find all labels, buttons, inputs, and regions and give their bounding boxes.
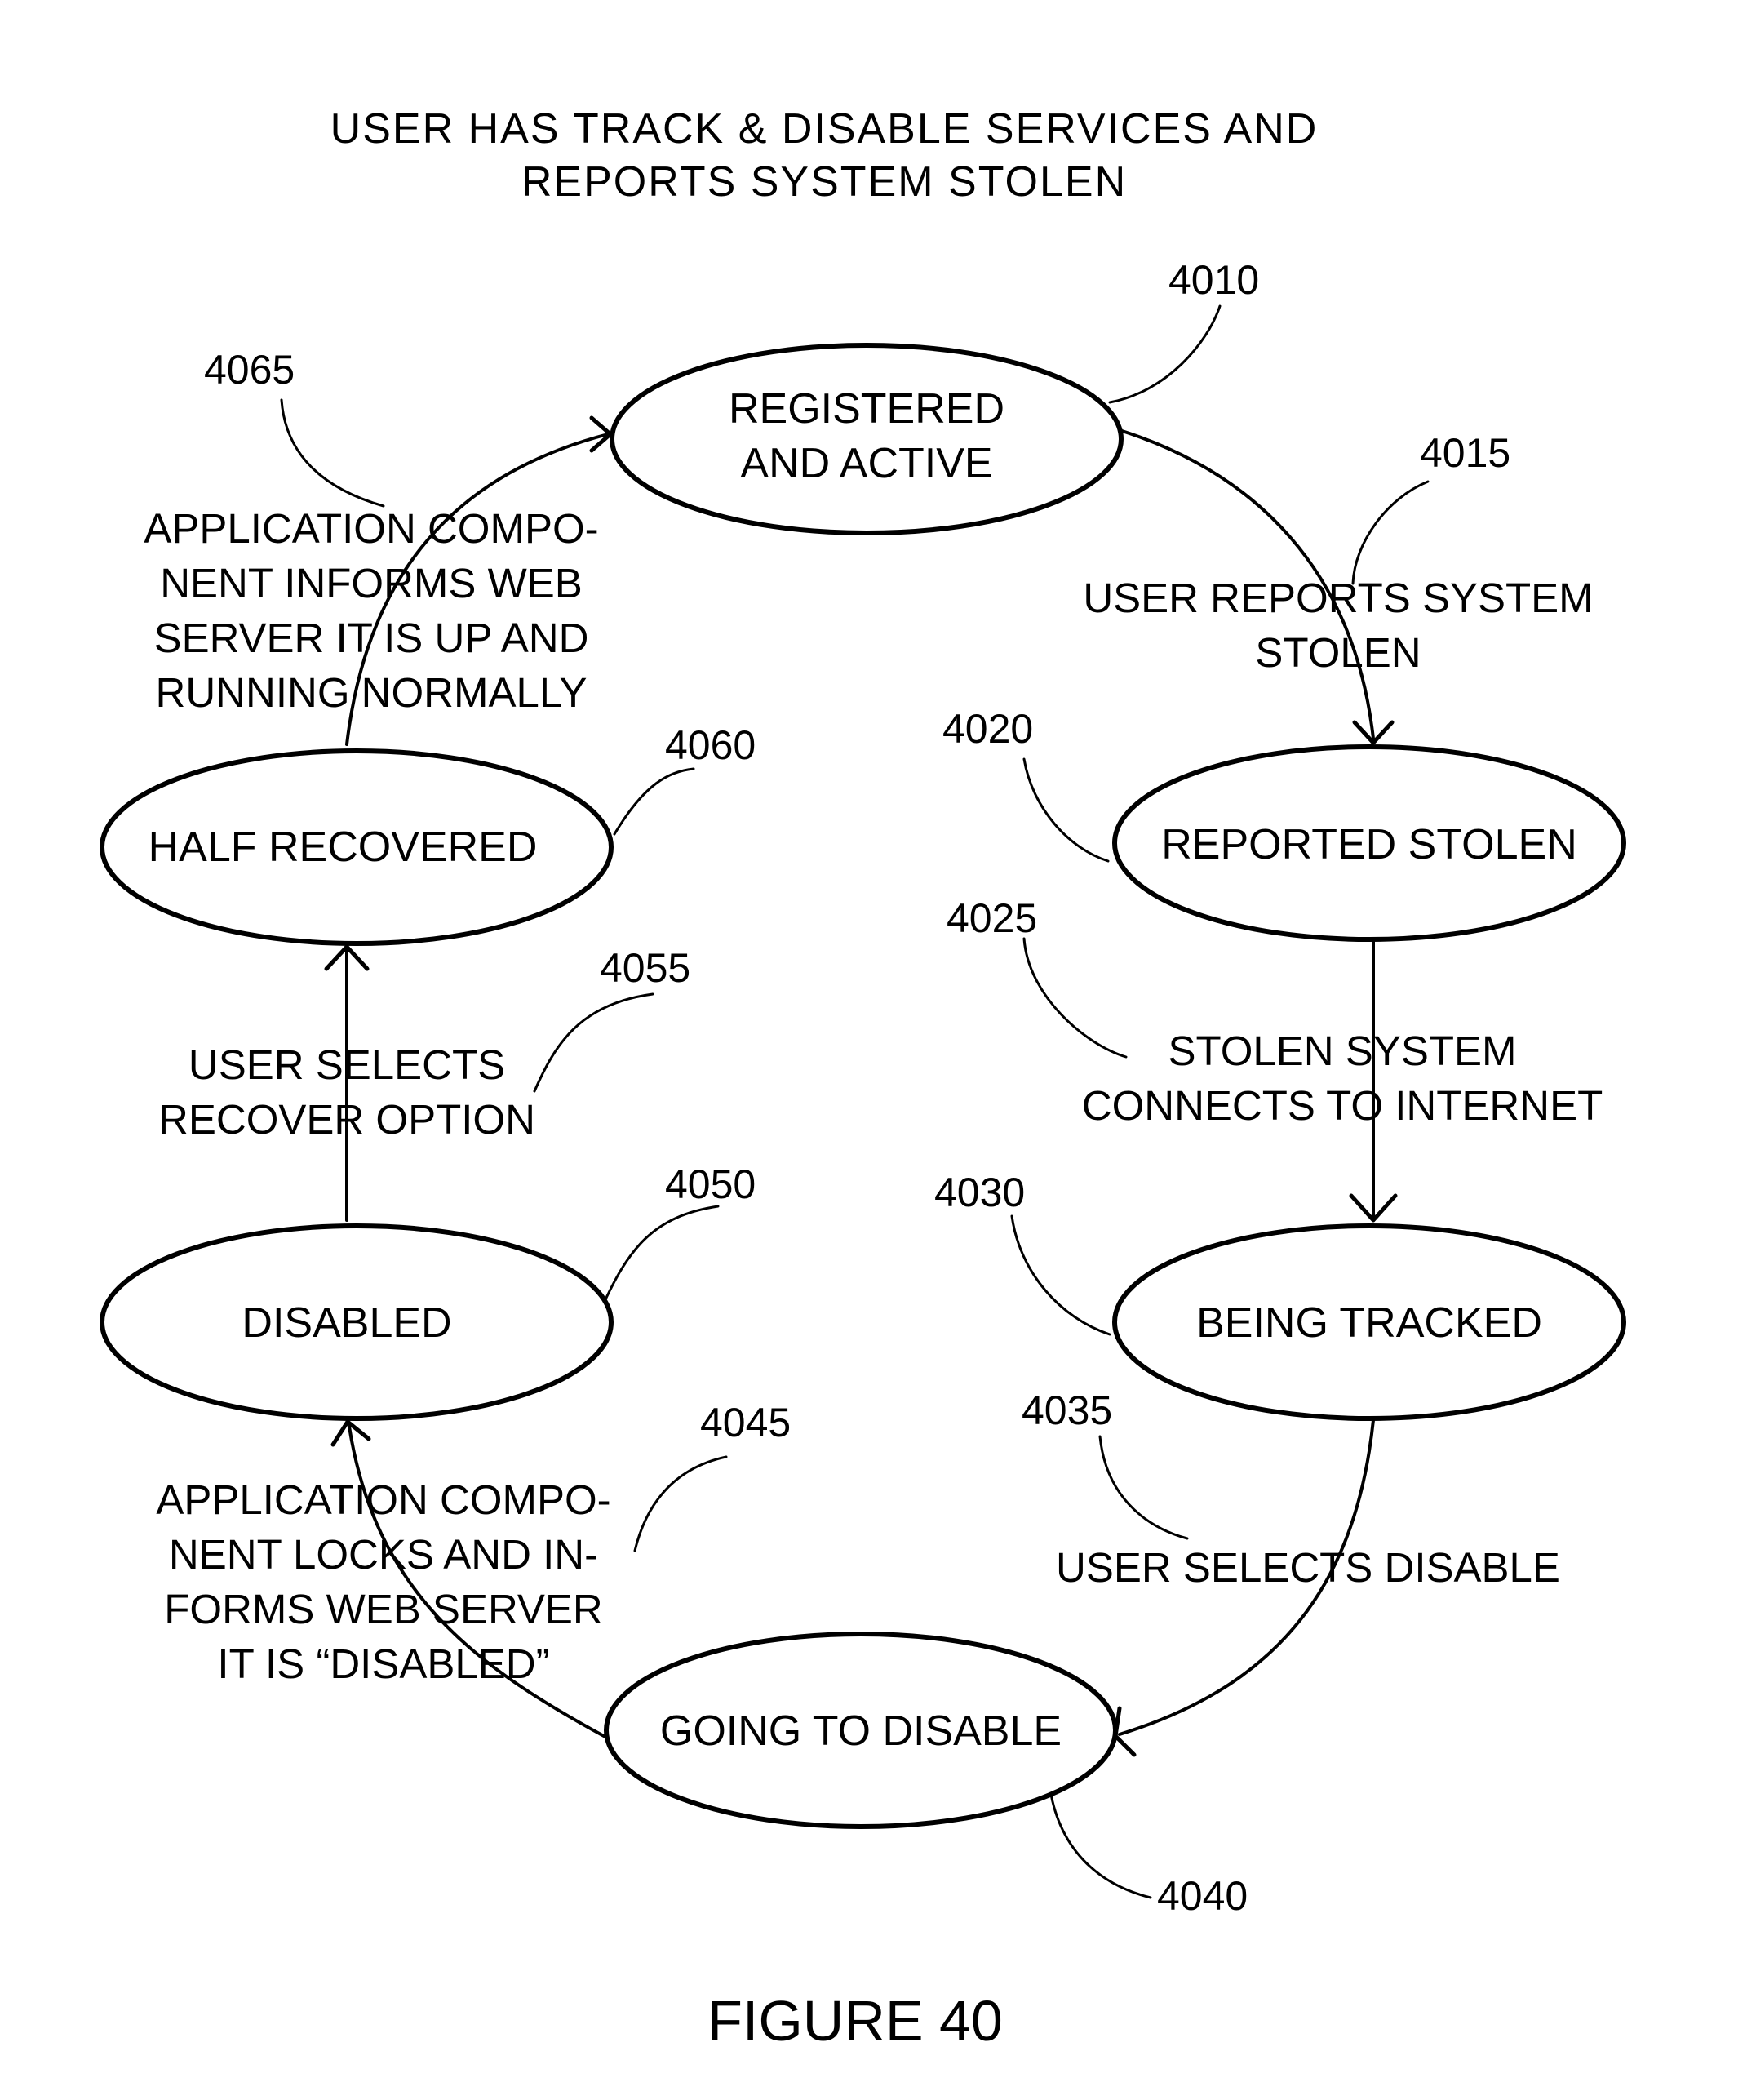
transition-text-line-1: APPLICATION COMPO- xyxy=(156,1476,610,1523)
transition-text-line-2: STOLEN xyxy=(1255,629,1421,676)
leader-4025 xyxy=(1024,939,1126,1057)
diagram-title: USER HAS TRACK & DISABLE SERVICES AND RE… xyxy=(330,105,1319,206)
transition-text-line-4: RUNNING NORMALLY xyxy=(156,669,588,716)
ref-4040: 4040 xyxy=(1157,1873,1248,1919)
ref-4060: 4060 xyxy=(665,722,756,768)
transition-text-line-2: NENT LOCKS AND IN- xyxy=(169,1531,598,1578)
state-half-recovered: HALF RECOVERED xyxy=(102,751,611,943)
transition-label-4015: USER REPORTS SYSTEM STOLEN xyxy=(1083,575,1593,676)
arrow-going-disable-to-disabled xyxy=(349,1427,604,1736)
ref-4050: 4050 xyxy=(665,1161,756,1207)
transition-text-line-2: RECOVER OPTION xyxy=(158,1096,535,1143)
transition-text-line-1: STOLEN SYSTEM xyxy=(1168,1028,1516,1074)
state-label: GOING TO DISABLE xyxy=(660,1707,1062,1755)
leader-4020 xyxy=(1024,759,1108,861)
ref-4010: 4010 xyxy=(1168,257,1259,303)
state-disabled: DISABLED xyxy=(102,1226,611,1418)
leader-4030 xyxy=(1012,1216,1110,1334)
ref-4015: 4015 xyxy=(1420,430,1510,476)
transition-text-line-2: CONNECTS TO INTERNET xyxy=(1082,1082,1603,1129)
transition-text-line-3: FORMS WEB SERVER xyxy=(164,1586,602,1632)
ref-4025: 4025 xyxy=(947,895,1037,941)
state-going-to-disable: GOING TO DISABLE xyxy=(606,1634,1115,1827)
transition-text-line-1: USER SELECTS DISABLE xyxy=(1056,1544,1560,1591)
state-label-line-2: AND ACTIVE xyxy=(740,440,992,487)
leader-4060 xyxy=(614,769,694,834)
state-reported-stolen: REPORTED STOLEN xyxy=(1115,747,1624,939)
leader-4010 xyxy=(1110,306,1220,402)
transition-label-4035: USER SELECTS DISABLE xyxy=(1056,1544,1560,1591)
transition-text-line-1: APPLICATION COMPO- xyxy=(144,505,598,552)
state-registered-and-active: REGISTERED AND ACTIVE xyxy=(612,345,1121,533)
leader-4035 xyxy=(1100,1436,1187,1538)
transition-text-line-3: SERVER IT IS UP AND xyxy=(154,615,589,661)
ref-4065: 4065 xyxy=(204,347,295,393)
transition-text-line-2: NENT INFORMS WEB xyxy=(160,560,583,606)
leader-4045 xyxy=(635,1457,726,1551)
ref-4045: 4045 xyxy=(700,1400,791,1445)
ref-4035: 4035 xyxy=(1022,1387,1112,1433)
ref-4020: 4020 xyxy=(942,706,1033,752)
transition-text-line-4: IT IS “DISABLED” xyxy=(217,1640,549,1687)
title-line-1: USER HAS TRACK & DISABLE SERVICES AND xyxy=(330,105,1319,153)
transition-label-4045: APPLICATION COMPO- NENT LOCKS AND IN- FO… xyxy=(156,1476,610,1687)
state-being-tracked: BEING TRACKED xyxy=(1115,1226,1624,1418)
transition-label-4065: APPLICATION COMPO- NENT INFORMS WEB SERV… xyxy=(144,505,598,716)
state-ellipse xyxy=(612,345,1121,533)
transition-text-line-1: USER REPORTS SYSTEM xyxy=(1083,575,1593,621)
ref-4030: 4030 xyxy=(934,1170,1025,1215)
state-label: BEING TRACKED xyxy=(1196,1299,1542,1347)
leader-4015 xyxy=(1353,482,1428,584)
leader-4040 xyxy=(1050,1790,1151,1898)
transition-label-4025: STOLEN SYSTEM CONNECTS TO INTERNET xyxy=(1082,1028,1603,1129)
transition-text-line-1: USER SELECTS xyxy=(188,1041,505,1088)
leader-4055 xyxy=(534,994,653,1091)
arrowhead-to-registered xyxy=(592,418,610,451)
state-label: HALF RECOVERED xyxy=(149,824,538,871)
state-label: REPORTED STOLEN xyxy=(1161,821,1577,868)
state-label-line-1: REGISTERED xyxy=(729,385,1004,433)
leader-4050 xyxy=(601,1206,718,1308)
leader-4065 xyxy=(282,400,384,506)
title-line-2: REPORTS SYSTEM STOLEN xyxy=(521,158,1127,206)
figure-caption: FIGURE 40 xyxy=(707,1989,1003,2053)
ref-4055: 4055 xyxy=(600,945,690,991)
state-label: DISABLED xyxy=(242,1299,451,1347)
